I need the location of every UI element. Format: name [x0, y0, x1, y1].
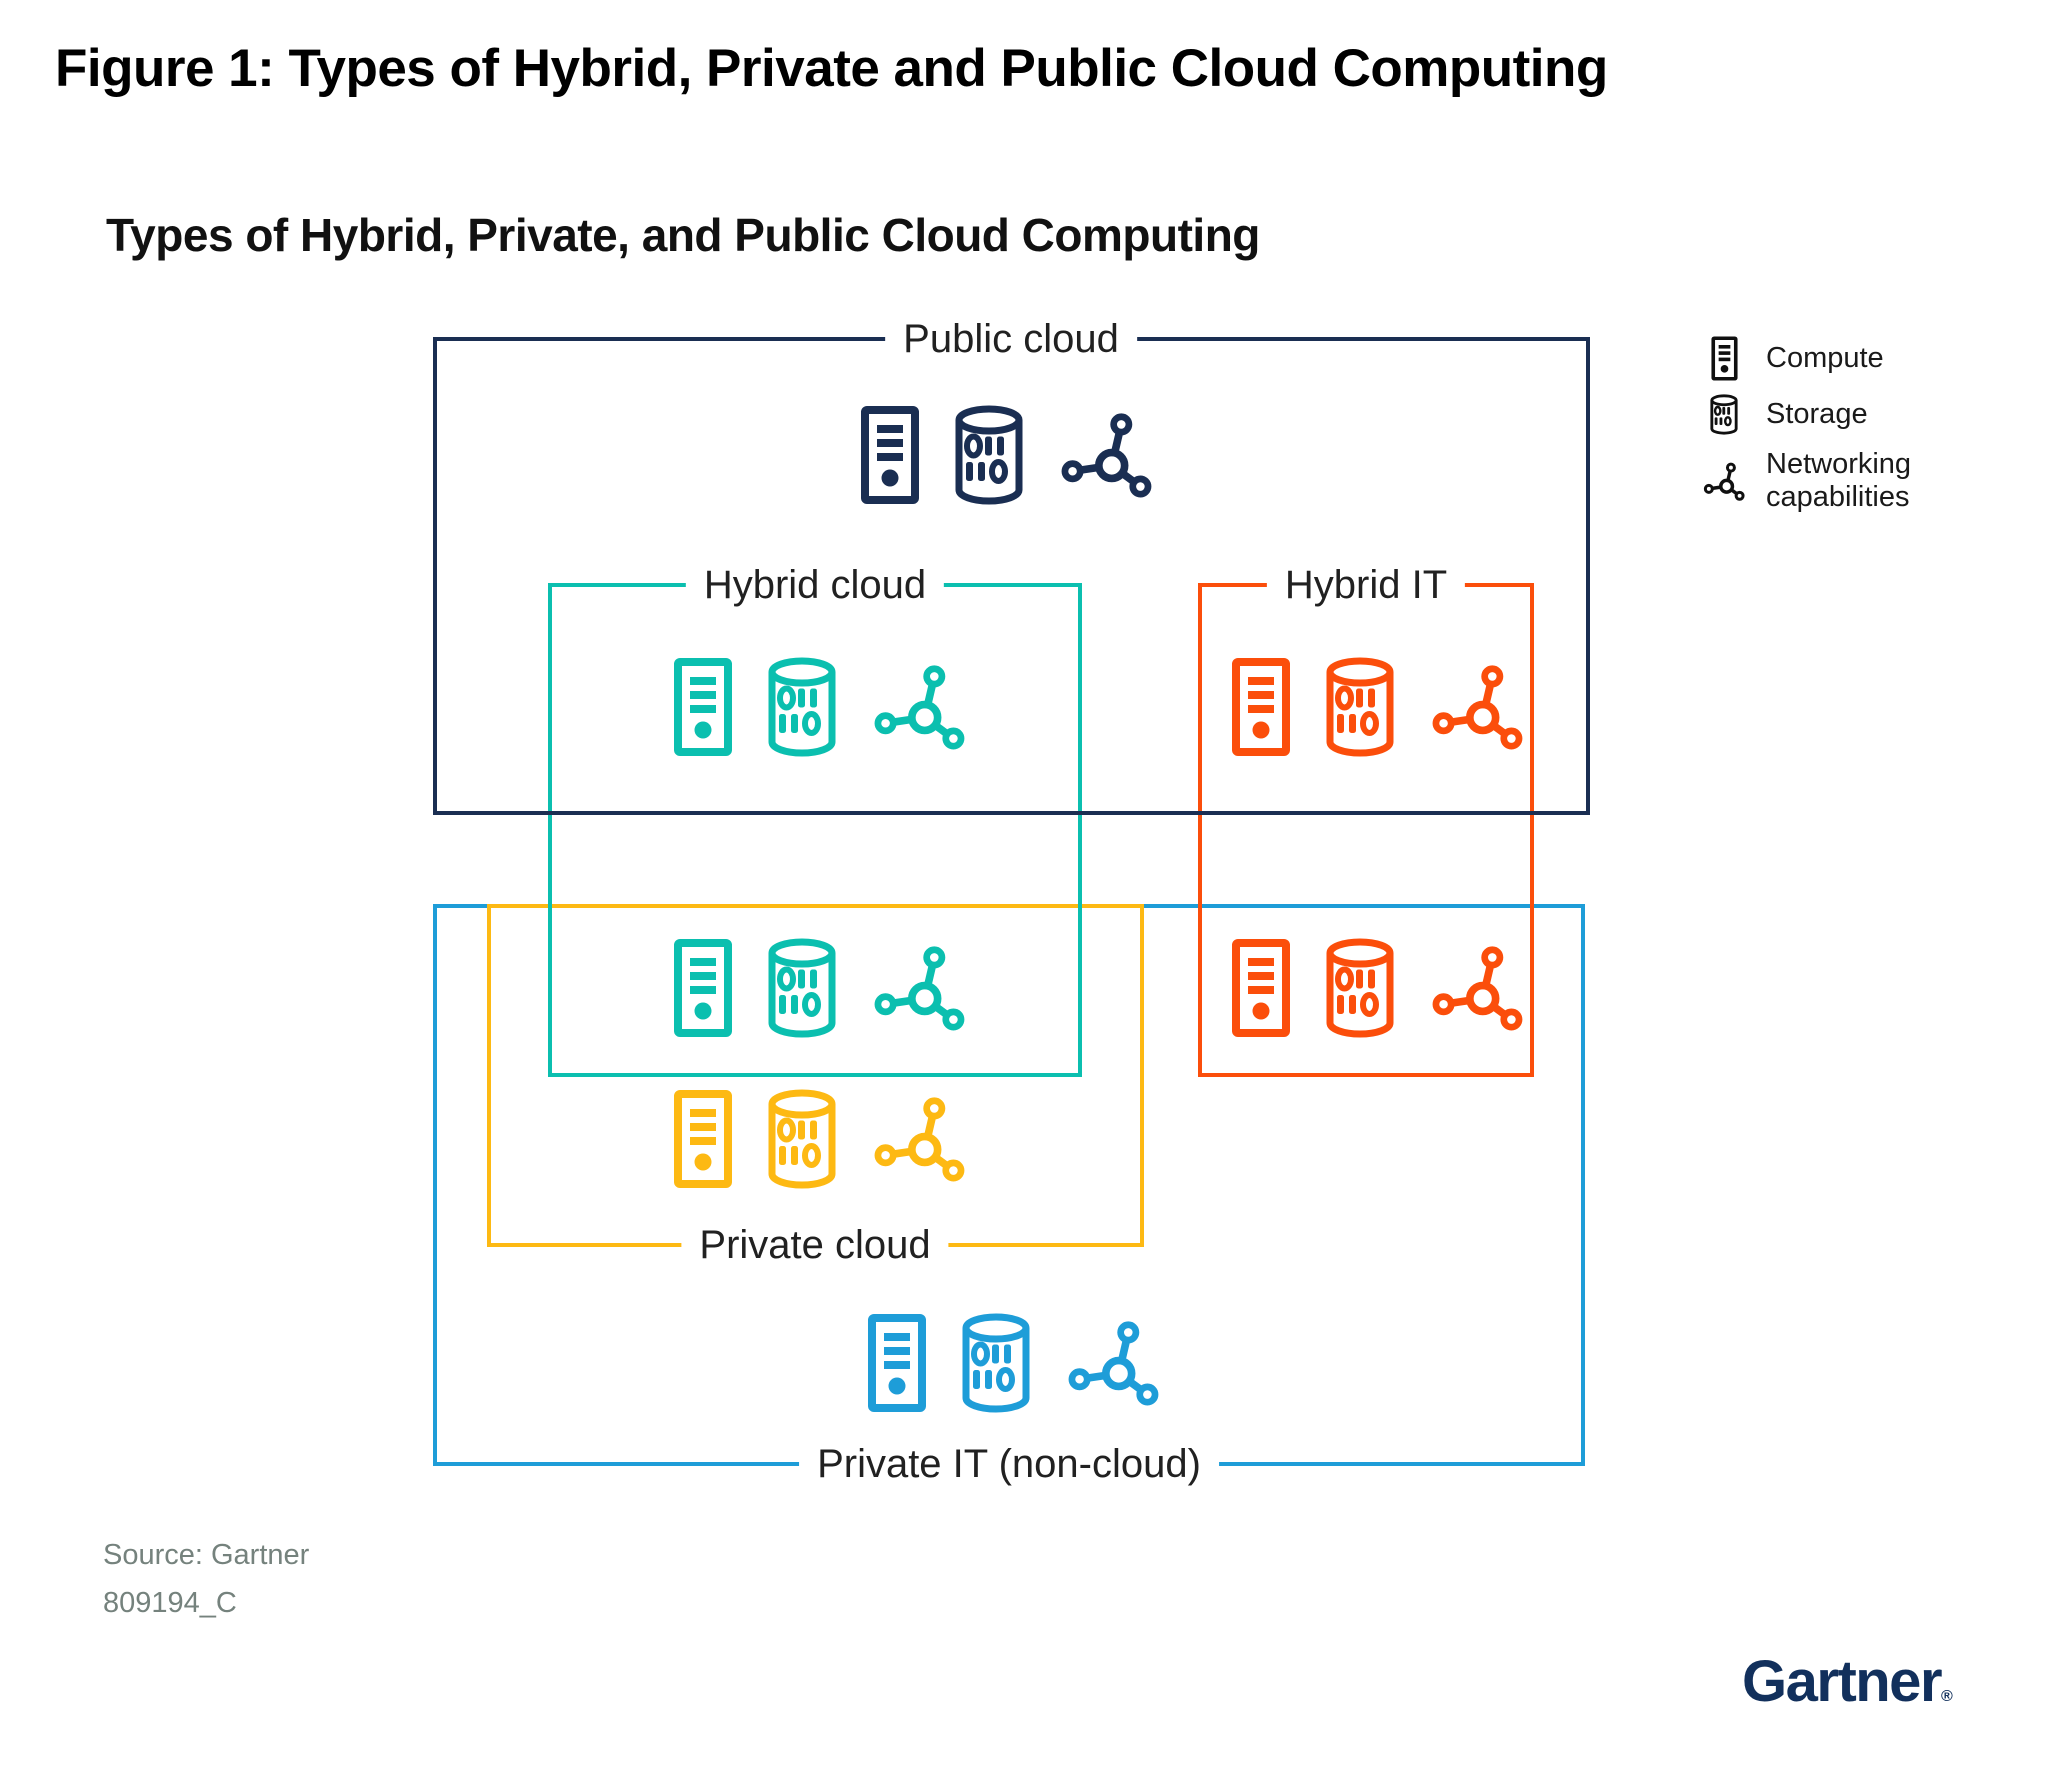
figure-title: Figure 1: Types of Hybrid, Private and P… [55, 39, 1608, 98]
storage-icon [765, 1089, 839, 1189]
private-it-icon-group [867, 1313, 1161, 1413]
hybrid-cloud-lower-icon-group [673, 938, 967, 1038]
hybrid-cloud-label: Hybrid cloud [685, 563, 945, 607]
private-it-label: Private IT (non-cloud) [799, 1442, 1219, 1486]
hybrid-cloud-upper-icon-group [673, 657, 967, 757]
compute-icon [1231, 657, 1291, 757]
compute-icon [860, 405, 920, 505]
networking-icon [1058, 412, 1154, 498]
legend: Compute Storage Networking capabilities [1700, 336, 1956, 515]
private-cloud-icon-group [673, 1089, 967, 1189]
legend-label-storage: Storage [1766, 397, 1868, 430]
hybrid-it-upper-icon-group [1231, 657, 1525, 757]
compute-icon [1231, 938, 1291, 1038]
storage-icon [1323, 657, 1397, 757]
networking-icon [871, 945, 967, 1031]
networking-icon [871, 1096, 967, 1182]
hybrid-it-label: Hybrid IT [1266, 563, 1466, 607]
gartner-logo: Gartner® [1742, 1648, 1953, 1715]
private-cloud-label: Private cloud [681, 1223, 949, 1267]
compute-icon [673, 1089, 733, 1189]
networking-icon [871, 664, 967, 750]
storage-icon [952, 405, 1026, 505]
legend-label-compute: Compute [1766, 341, 1884, 374]
networking-icon [1065, 1320, 1161, 1406]
compute-icon [673, 938, 733, 1038]
public-cloud-label: Public cloud [885, 317, 1137, 361]
compute-icon [867, 1313, 927, 1413]
networking-icon [1429, 945, 1525, 1031]
storage-icon [765, 657, 839, 757]
compute-icon [673, 657, 733, 757]
networking-icon [1429, 664, 1525, 750]
document-code: 809194_C [103, 1586, 237, 1619]
legend-label-networking: Networking capabilities [1766, 448, 1912, 514]
source-line: Source: Gartner [103, 1539, 310, 1571]
storage-icon [765, 938, 839, 1038]
compute-icon [1711, 336, 1738, 381]
hybrid-it-lower-icon-group [1231, 938, 1525, 1038]
gartner-logo-text: Gartner [1742, 1649, 1943, 1714]
storage-icon [1323, 938, 1397, 1038]
storage-icon [959, 1313, 1033, 1413]
storage-icon [1709, 394, 1739, 435]
chart-title: Types of Hybrid, Private, and Public Clo… [106, 209, 1260, 261]
networking-icon [1703, 462, 1745, 501]
registered-trademark-icon: ® [1941, 1688, 1953, 1705]
source-note: Source: Gartner 809194_C [103, 1532, 309, 1628]
public-cloud-icon-group [860, 405, 1154, 505]
